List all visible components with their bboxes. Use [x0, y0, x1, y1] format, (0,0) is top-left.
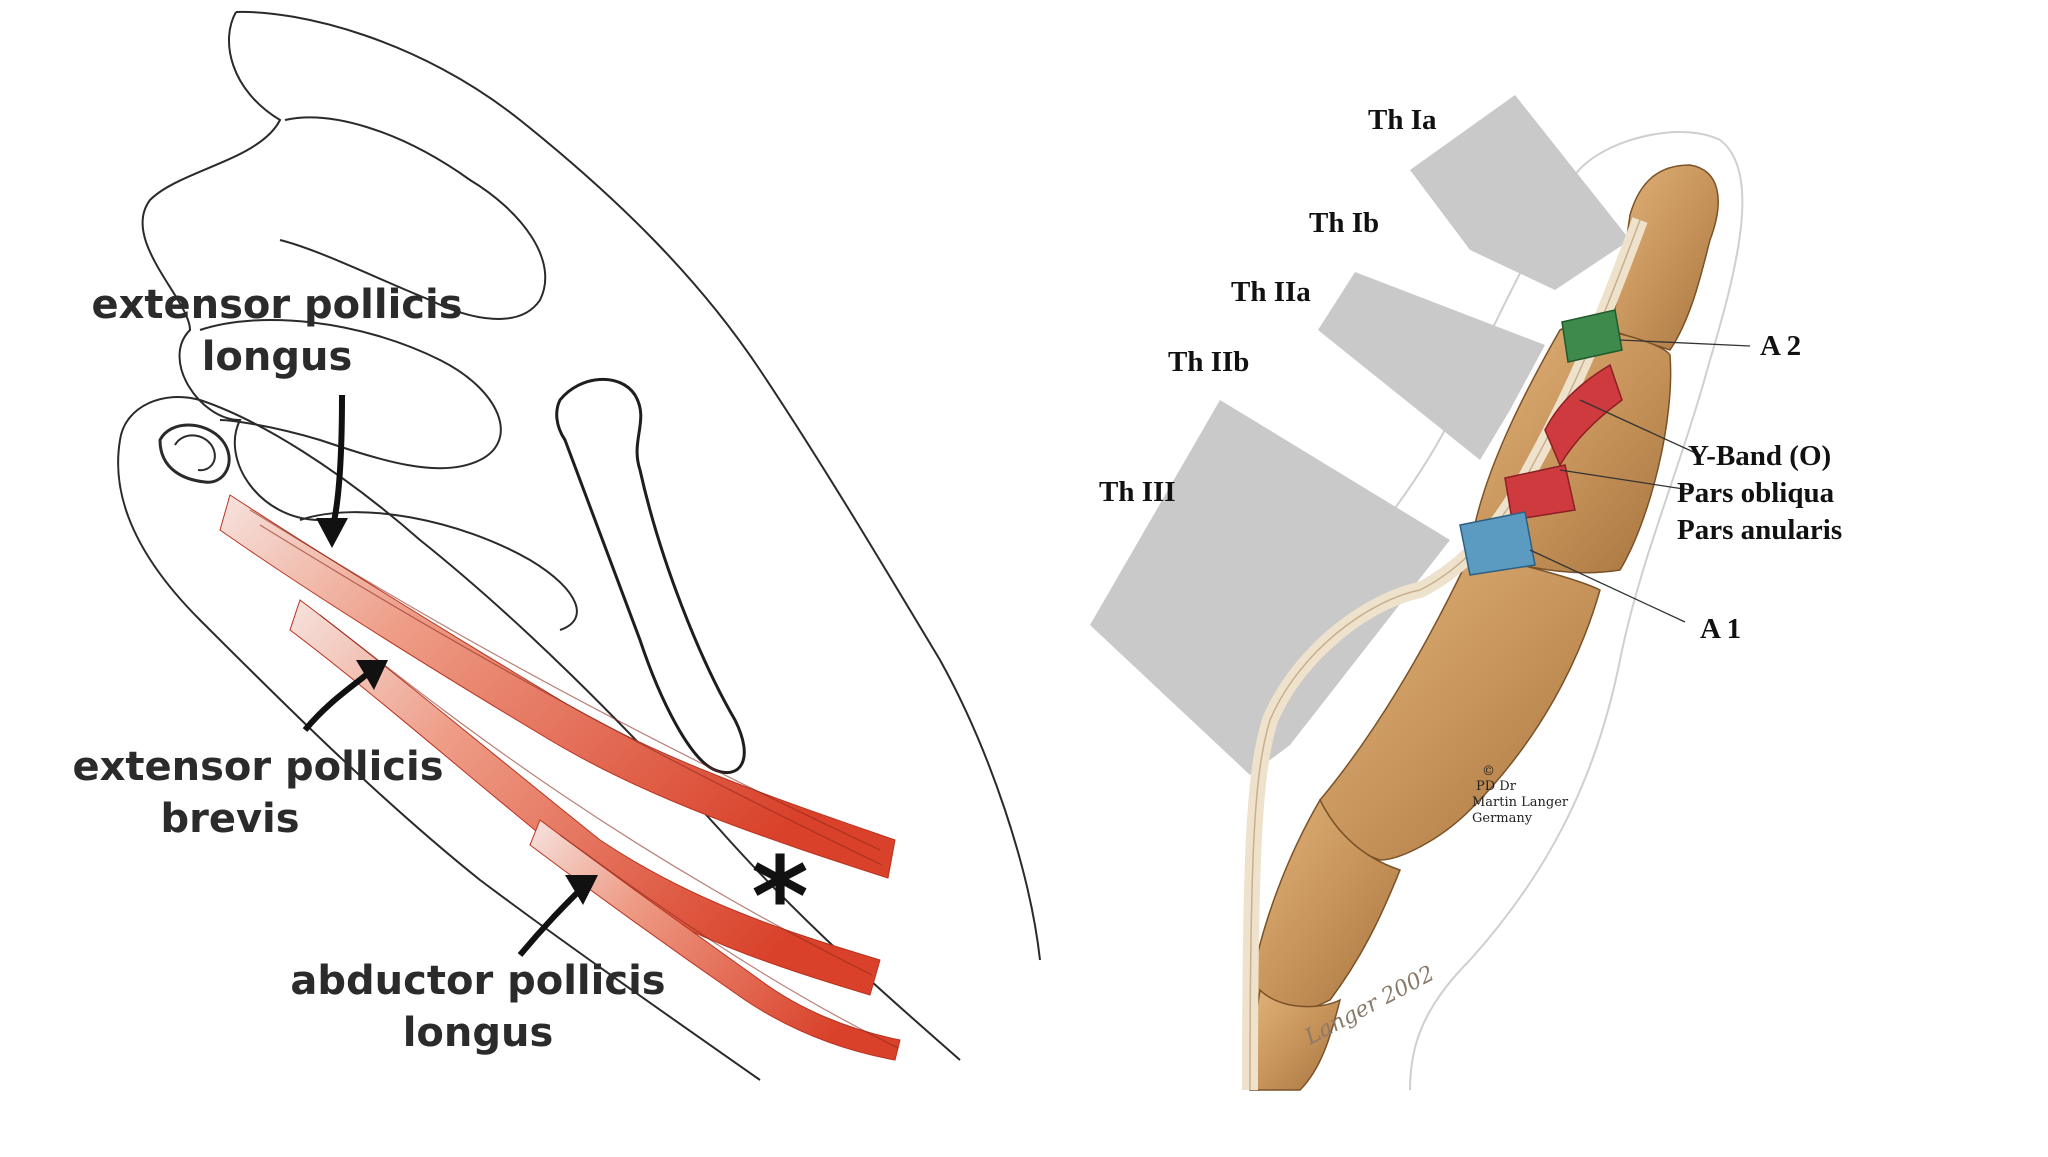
zone-th-i	[1410, 95, 1630, 290]
tendon-epl	[219, 494, 896, 879]
finger-outline-1	[279, 116, 547, 320]
label-epb-line1: extensor pollicis	[72, 744, 443, 790]
zone-th-ii	[1318, 272, 1545, 460]
tendon-apl	[529, 819, 901, 1061]
trapezium-carpal	[1249, 798, 1401, 1015]
thumb-outline	[119, 395, 961, 1061]
zone-th-iii	[1090, 400, 1450, 775]
pulley-a2	[1561, 309, 1623, 363]
signature-line2: PD Dr	[1476, 779, 1517, 794]
label-apl-line1: abductor pollicis	[290, 958, 665, 1004]
label-a2: A 2	[1760, 330, 1801, 362]
signature-copyright: ©	[1482, 764, 1495, 779]
palm-outline	[141, 11, 321, 521]
thumbnail	[158, 423, 231, 484]
arrow-apl	[517, 875, 598, 957]
label-th-iib: Th IIb	[1168, 346, 1249, 378]
signature-line3: Martin Langer	[1472, 795, 1569, 810]
thumb-outline-lower	[117, 439, 761, 1081]
left-hand-illustration: extensor pollicis longus extensor pollic…	[72, 10, 1041, 1081]
label-y-band: Y-Band (O)	[1688, 440, 1831, 472]
hand-outline	[235, 10, 1041, 961]
label-epl-line2: longus	[202, 334, 353, 380]
thumb-skin-outline	[1409, 131, 1744, 1091]
pulley-oblique	[1544, 363, 1623, 467]
arrow-epb	[302, 660, 388, 732]
thumbnail-inner	[174, 434, 216, 472]
label-th-ib: Th Ib	[1309, 207, 1379, 239]
tendon-epb	[289, 599, 881, 996]
pulley-anular	[1504, 464, 1576, 521]
label-th-ia: Th Ia	[1368, 104, 1437, 136]
label-pars-obliqua: Pars obliqua	[1677, 477, 1835, 509]
finger-outline-3	[299, 511, 578, 631]
signature-line4: Germany	[1472, 811, 1533, 826]
metacarpal	[1319, 554, 1601, 861]
label-apl-line2: longus	[403, 1010, 554, 1056]
label-pars-anularis: Pars anularis	[1677, 514, 1842, 546]
metacarpal-bone	[555, 378, 746, 774]
right-thumb-illustration: Th Ia Th Ib Th IIa Th IIb Th III A 2 Y-B…	[1090, 95, 1842, 1091]
pulley-a1	[1459, 511, 1536, 576]
leader-lines	[1529, 339, 1751, 623]
finger-outline-2	[199, 319, 502, 470]
asterisk-marker: *	[751, 833, 809, 961]
label-a1: A 1	[1700, 613, 1741, 645]
label-epb-line2: brevis	[160, 796, 299, 842]
label-th-iia: Th IIa	[1231, 276, 1311, 308]
tendon-fibers	[249, 509, 899, 1049]
copyright-signature: © PD Dr Martin Langer Germany	[1472, 764, 1569, 826]
label-epl-line1: extensor pollicis	[91, 282, 462, 328]
flexor-tendon-edge	[1249, 219, 1641, 1091]
arrow-epl	[316, 394, 348, 548]
label-th-iii: Th III	[1099, 476, 1176, 508]
